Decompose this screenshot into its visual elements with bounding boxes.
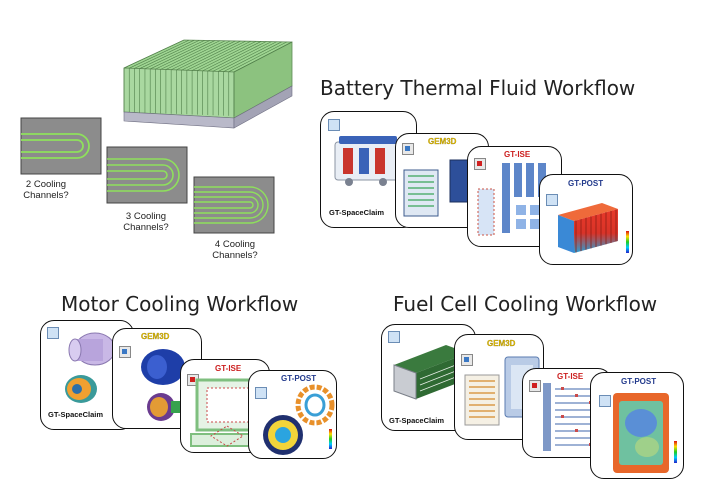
battery-spaceclaim-caption: GT-SpaceClaim bbox=[329, 208, 385, 217]
fuel-cell-post-card: GT-POST bbox=[590, 372, 684, 479]
cooling-option-2-line1: 2 Cooling bbox=[25, 179, 67, 190]
motor-post-card: GT-POST bbox=[248, 370, 337, 459]
cooling-option-4-line2: Channels? bbox=[212, 250, 258, 261]
motor-spaceclaim-card: GT-SpaceClaim bbox=[40, 320, 134, 430]
fuel-cell-spaceclaim-caption: GT-SpaceClaim bbox=[389, 416, 445, 425]
battery-workflow-title: Battery Thermal Fluid Workflow bbox=[320, 76, 636, 100]
gem3d-app-icon bbox=[461, 354, 473, 366]
motor-post-tag: GT-POST bbox=[281, 374, 317, 383]
motor-gem3d-tag: GEM3D bbox=[141, 332, 170, 341]
fuel-cell-ise-tag: GT-ISE bbox=[557, 372, 584, 381]
cooling-option-3-line1: 3 Cooling bbox=[125, 211, 167, 222]
spaceclaim-app-icon bbox=[47, 327, 59, 339]
fuel-cell-workflow-title: Fuel Cell Cooling Workflow bbox=[393, 292, 658, 316]
motor-model bbox=[65, 332, 116, 403]
cooling-plate-4-channels bbox=[193, 176, 275, 234]
cooling-plate-3-channels bbox=[106, 146, 188, 204]
ise-app-icon bbox=[474, 158, 486, 170]
fuel-cell-stack-model bbox=[393, 345, 468, 400]
cooling-option-2-label: 2 Cooling Channels? bbox=[21, 179, 71, 201]
cooling-option-3-line2: Channels? bbox=[123, 222, 169, 233]
spaceclaim-app-icon bbox=[328, 119, 340, 131]
motor-workflow-title: Motor Cooling Workflow bbox=[61, 292, 299, 316]
cooling-plate-2-channels bbox=[20, 117, 102, 175]
fuel-cell-temperature-contour bbox=[613, 393, 669, 473]
post-app-icon bbox=[599, 395, 611, 407]
battery-post-tag: GT-POST bbox=[568, 179, 604, 188]
fuel-cell-gem3d-tag: GEM3D bbox=[487, 339, 516, 348]
battery-post-color-scale bbox=[626, 231, 629, 253]
battery-ise-tag: GT-ISE bbox=[504, 150, 531, 159]
post-app-icon bbox=[546, 194, 558, 206]
gem3d-app-icon bbox=[119, 346, 131, 358]
motor-ise-card: GT-ISE bbox=[180, 359, 270, 453]
post-app-icon bbox=[255, 387, 267, 399]
motor-post-color-scale bbox=[329, 429, 332, 449]
gem3d-app-icon bbox=[402, 143, 414, 155]
battery-temperature-contour bbox=[558, 203, 618, 253]
battery-post-card: GT-POST bbox=[539, 174, 633, 265]
motor-temperature-contour bbox=[263, 384, 335, 455]
spaceclaim-app-icon bbox=[388, 331, 400, 343]
battery-gem3d-tag: GEM3D bbox=[428, 137, 457, 146]
motor-ise-tag: GT-ISE bbox=[215, 364, 242, 373]
cooling-option-4-line1: 4 Cooling bbox=[214, 239, 256, 250]
motor-spaceclaim-caption: GT-SpaceClaim bbox=[48, 410, 104, 419]
battery-module-model bbox=[334, 136, 400, 186]
cooling-option-2-line2: Channels? bbox=[23, 190, 69, 201]
cooling-option-3-label: 3 Cooling Channels? bbox=[118, 211, 174, 233]
fuel-cell-post-tag: GT-POST bbox=[621, 377, 657, 386]
motor-gem3d-model bbox=[141, 349, 185, 421]
cooling-option-4-label: 4 Cooling Channels? bbox=[207, 239, 263, 261]
ise-app-icon bbox=[529, 380, 541, 392]
fuel-cell-post-color-scale bbox=[674, 441, 677, 463]
